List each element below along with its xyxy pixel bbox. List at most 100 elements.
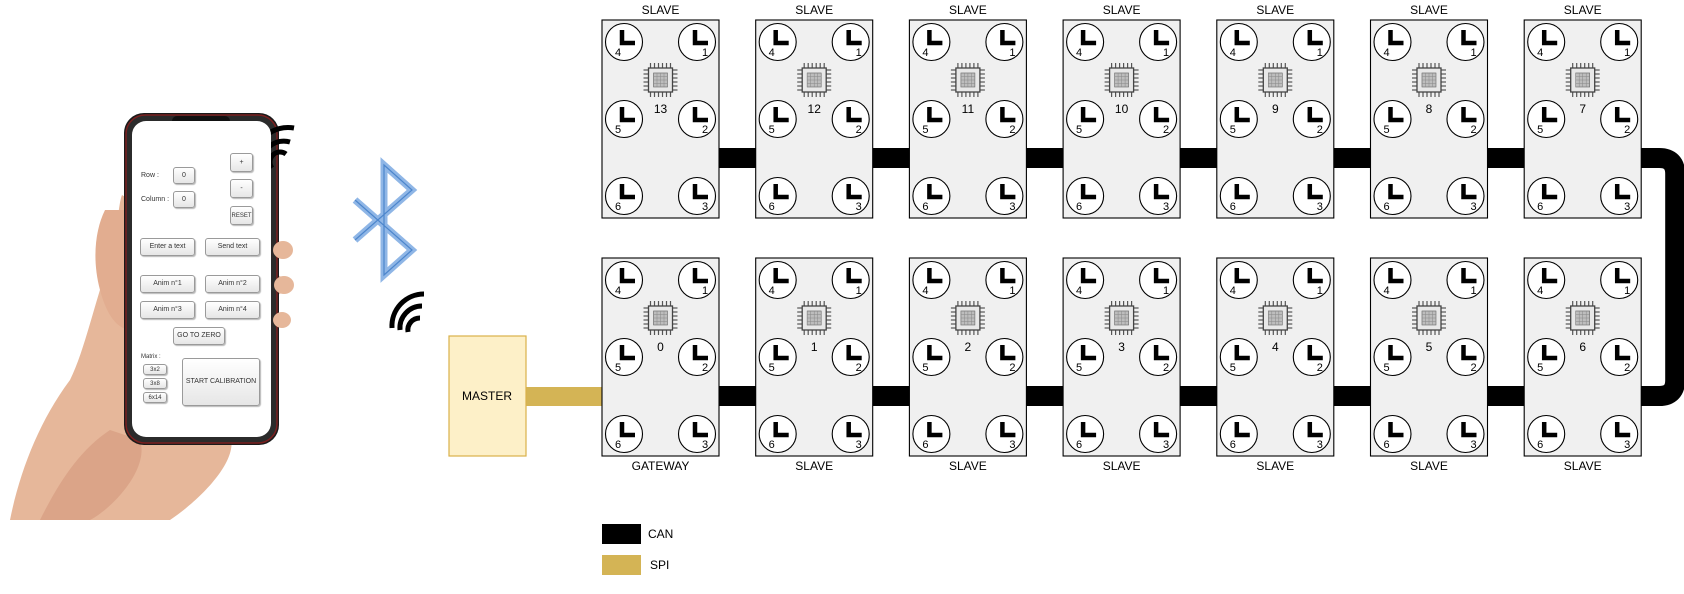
matrix-option-3x8[interactable]: 3x8: [143, 378, 167, 389]
clock-icon: 4: [1220, 24, 1257, 61]
clock-number: 5: [922, 124, 928, 136]
microcontroller-chip-icon: [1566, 301, 1600, 335]
clock-icon: 4: [606, 24, 643, 61]
clock-number: 2: [1163, 362, 1169, 374]
clock-icon: 6: [606, 178, 643, 215]
module-id: 4: [1272, 340, 1279, 354]
start-calibration-button[interactable]: START CALIBRATION: [182, 358, 260, 406]
go-to-zero-button[interactable]: GO TO ZERO: [173, 327, 225, 345]
clock-icon: 4: [1374, 262, 1411, 299]
clock-icon: 2: [832, 339, 869, 376]
clock-icon: 2: [679, 339, 716, 376]
plus-button[interactable]: +: [230, 153, 253, 172]
module-board: 41526310SLAVE: [1063, 3, 1180, 218]
clock-number: 5: [1537, 124, 1543, 136]
clock-icon: 1: [1293, 262, 1330, 299]
clock-number: 1: [1470, 47, 1476, 59]
clock-number: 6: [615, 439, 621, 451]
clock-icon: 4: [1067, 24, 1104, 61]
clock-number: 1: [1317, 47, 1323, 59]
clock-icon: 1: [832, 24, 869, 61]
microcontroller-chip-icon: [1566, 63, 1600, 97]
clock-number: 3: [1163, 201, 1169, 213]
row-label: Row :: [141, 172, 159, 179]
clock-number: 5: [1230, 362, 1236, 374]
can-link: [1180, 148, 1217, 168]
module-id: 1: [811, 340, 818, 354]
module-board: 4152634SLAVE: [1217, 258, 1334, 473]
send-text-button[interactable]: Send text: [205, 238, 260, 256]
clock-icon: 6: [1374, 178, 1411, 215]
finger-tips: [273, 241, 294, 328]
module-board: 4152637SLAVE: [1524, 3, 1641, 218]
clock-number: 4: [1230, 285, 1236, 297]
clock-icon: 3: [1293, 178, 1330, 215]
clock-number: 1: [1009, 47, 1015, 59]
spi-link: [525, 387, 603, 406]
anim-3-button[interactable]: Anim n°3: [140, 301, 195, 319]
clock-number: 4: [615, 285, 621, 297]
clock-icon: 2: [1293, 101, 1330, 138]
module-board: 4152635SLAVE: [1371, 258, 1488, 473]
module-board: 4152632SLAVE: [909, 258, 1026, 473]
module-id: 5: [1426, 340, 1433, 354]
microcontroller-chip-icon: [1412, 301, 1446, 335]
microcontroller-chip-icon: [951, 301, 985, 335]
minus-button[interactable]: -: [230, 179, 253, 198]
clock-icon: 6: [1067, 416, 1104, 453]
clock-number: 6: [1230, 201, 1236, 213]
clock-number: 2: [1317, 124, 1323, 136]
module-role-label: SLAVE: [1564, 459, 1602, 473]
clock-number: 4: [1383, 285, 1389, 297]
clock-icon: 3: [986, 178, 1023, 215]
legend-spi-label: SPI: [650, 558, 669, 572]
clock-icon: 3: [679, 416, 716, 453]
clock-number: 1: [702, 285, 708, 297]
clock-number: 6: [615, 201, 621, 213]
can-link: [1334, 148, 1371, 168]
clock-number: 3: [702, 439, 708, 451]
microcontroller-chip-icon: [1258, 301, 1292, 335]
clock-number: 2: [1009, 362, 1015, 374]
clock-number: 1: [1009, 285, 1015, 297]
clock-number: 5: [1230, 124, 1236, 136]
clock-number: 4: [1230, 47, 1236, 59]
clock-number: 3: [1317, 201, 1323, 213]
clock-number: 2: [1624, 362, 1630, 374]
row-value-field[interactable]: 0: [173, 167, 195, 184]
clock-icon: 4: [1220, 262, 1257, 299]
clock-number: 4: [615, 47, 621, 59]
matrix-option-3x2[interactable]: 3x2: [143, 364, 167, 375]
module-role-label: SLAVE: [795, 3, 833, 17]
module-id: 11: [962, 102, 975, 116]
reset-button[interactable]: RESET: [230, 206, 253, 225]
clock-icon: 6: [1220, 416, 1257, 453]
clock-icon: 5: [1067, 101, 1104, 138]
module-id: 0: [657, 340, 664, 354]
anim-1-button[interactable]: Anim n°1: [140, 275, 195, 293]
enter-text-button[interactable]: Enter a text: [140, 238, 195, 256]
module-id: 13: [654, 102, 668, 116]
clock-icon: 4: [1374, 24, 1411, 61]
clock-icon: 4: [606, 262, 643, 299]
clock-number: 1: [1317, 285, 1323, 297]
clock-icon: 3: [1601, 178, 1638, 215]
clock-number: 3: [1470, 439, 1476, 451]
legend-can-label: CAN: [648, 527, 673, 541]
anim-4-button[interactable]: Anim n°4: [205, 301, 260, 319]
module-id: 10: [1115, 102, 1129, 116]
matrix-option-6x14[interactable]: 6x14: [143, 392, 167, 403]
module-board: 4152633SLAVE: [1063, 258, 1180, 473]
microcontroller-chip-icon: [1105, 301, 1139, 335]
anim-2-button[interactable]: Anim n°2: [205, 275, 260, 293]
clock-icon: 2: [1140, 339, 1177, 376]
clock-number: 4: [769, 285, 775, 297]
module-board: 4152638SLAVE: [1371, 3, 1488, 218]
clock-icon: 3: [1140, 416, 1177, 453]
column-value-field[interactable]: 0: [173, 191, 195, 208]
can-link: [1026, 148, 1063, 168]
clock-icon: 1: [832, 262, 869, 299]
clock-icon: 1: [1601, 24, 1638, 61]
clock-icon: 2: [1601, 101, 1638, 138]
module-id: 3: [1118, 340, 1125, 354]
